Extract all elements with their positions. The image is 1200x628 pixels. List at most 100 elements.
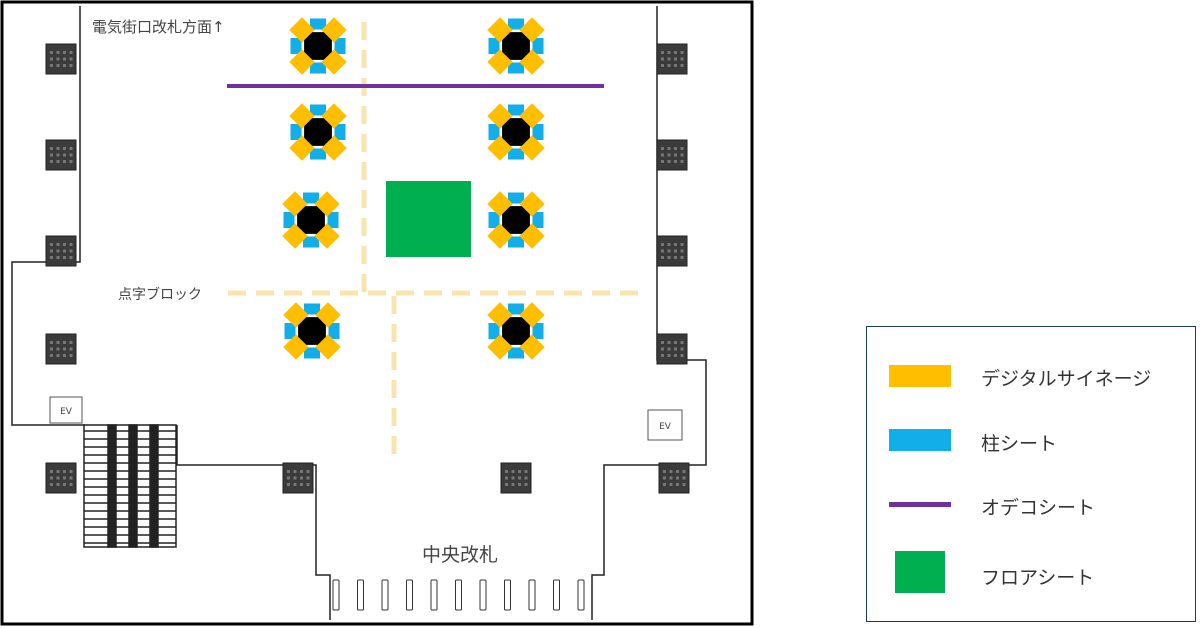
elevator-right (647, 409, 683, 441)
north-exit-label: 電気街口改札方面↑ (92, 18, 225, 36)
map-frame (0, 0, 754, 626)
pillar-sheet (508, 104, 524, 116)
pillar-sheet (508, 236, 524, 248)
pillar-sheet (304, 347, 320, 359)
ticket-gate (577, 579, 585, 611)
wall-column (656, 235, 688, 267)
stair-handrail (107, 424, 117, 548)
pillar-sheet (508, 62, 524, 74)
pillars (282, 17, 545, 360)
tactile-block-label: 点字ブロック (118, 286, 202, 303)
pillar-sheet (290, 124, 302, 140)
pillar-group (487, 302, 545, 360)
stair-handrail (128, 424, 138, 548)
wall-columns (45, 43, 690, 494)
pillar-sheet (284, 323, 296, 339)
pillar-sheet (303, 192, 319, 204)
pillar-sheet (508, 18, 524, 30)
legend-swatch-floor-sheet (895, 551, 945, 593)
pillar-sheet (310, 18, 326, 30)
legend-label-floor-sheet: フロアシート (981, 567, 1095, 589)
pillar (502, 317, 530, 345)
wall-column (282, 462, 314, 494)
legend-label-signage: デジタルサイネージ (981, 368, 1152, 390)
pillar-sheet (508, 347, 524, 359)
ticket-gate (406, 579, 413, 611)
legend: デジタルサイネージ 柱シート オデコシート フロアシート (866, 326, 1196, 622)
pillar (502, 206, 530, 234)
wall-column (45, 139, 77, 171)
pillar-sheet (488, 323, 500, 339)
pillar-sheet (508, 192, 524, 204)
pillar (304, 118, 332, 146)
pillar-sheet (327, 212, 339, 228)
pillar-sheet (310, 104, 326, 116)
elevator-right-label: EV (659, 422, 672, 432)
pillar (298, 317, 326, 345)
central-gate-label: 中央改札 (422, 544, 498, 566)
ticket-gate (381, 579, 389, 611)
pillar-group (487, 17, 545, 75)
pillar-group (487, 191, 545, 249)
pillar-group (283, 302, 341, 360)
pillar (502, 118, 530, 146)
pillar-sheet (488, 124, 500, 140)
elevator-left-label: EV (60, 407, 73, 417)
ticket-gates (332, 579, 585, 611)
pillar-sheet (310, 148, 326, 160)
legend-item-floor-sheet: フロアシート (867, 551, 1195, 593)
pillar-group (289, 17, 347, 75)
wall-column (45, 333, 77, 365)
ticket-gate (430, 579, 438, 611)
wall-column (45, 235, 77, 267)
legend-swatch-odeco-sheet (889, 502, 951, 507)
wall-column (500, 462, 532, 494)
pillar-sheet (508, 148, 524, 160)
pillar-sheet (303, 236, 319, 248)
pillar-sheet (290, 38, 302, 54)
wall-column (45, 43, 77, 75)
legend-swatch-pillar-sheet (889, 429, 951, 451)
ticket-gate (553, 579, 560, 611)
ticket-gate (504, 579, 511, 611)
pillar (297, 206, 325, 234)
legend-label-pillar-sheet: 柱シート (981, 433, 1058, 455)
pillar-sheet (328, 323, 340, 339)
pillar-sheet (488, 38, 500, 54)
wall-column (658, 462, 690, 494)
wall-column (656, 139, 688, 171)
ticket-gate (455, 579, 462, 611)
pillar (304, 32, 332, 60)
ticket-gate (479, 579, 487, 611)
pillar-sheet (532, 124, 544, 140)
pillar-group (289, 103, 347, 161)
pillar-sheet (508, 303, 524, 315)
pillar-group (282, 191, 340, 249)
pillar-sheet (532, 212, 544, 228)
wall-column (45, 462, 77, 494)
pillar (502, 32, 530, 60)
wall-column (656, 333, 688, 365)
pillar-sheet (532, 38, 544, 54)
stairs (83, 424, 177, 548)
pillar-group (487, 103, 545, 161)
tactile-block-lines (228, 22, 648, 462)
pillar-sheet (283, 212, 295, 228)
elevator-left (49, 396, 83, 424)
pillar-sheet (310, 62, 326, 74)
legend-item-odeco-sheet: オデコシート (867, 493, 1195, 533)
ticket-gate (357, 579, 364, 611)
wall-column (656, 43, 688, 75)
ticket-gate (528, 579, 536, 611)
legend-item-signage: デジタルサイネージ (867, 361, 1195, 401)
legend-swatch-signage (889, 365, 951, 387)
pillar-sheet (488, 212, 500, 228)
legend-item-pillar-sheet: 柱シート (867, 427, 1195, 467)
legend-label-odeco-sheet: オデコシート (981, 497, 1096, 519)
pillar-sheet (334, 124, 346, 140)
stair-handrail (149, 424, 159, 548)
ticket-gate (332, 579, 340, 611)
pillar-sheet (532, 323, 544, 339)
pillar-sheet (304, 303, 320, 315)
